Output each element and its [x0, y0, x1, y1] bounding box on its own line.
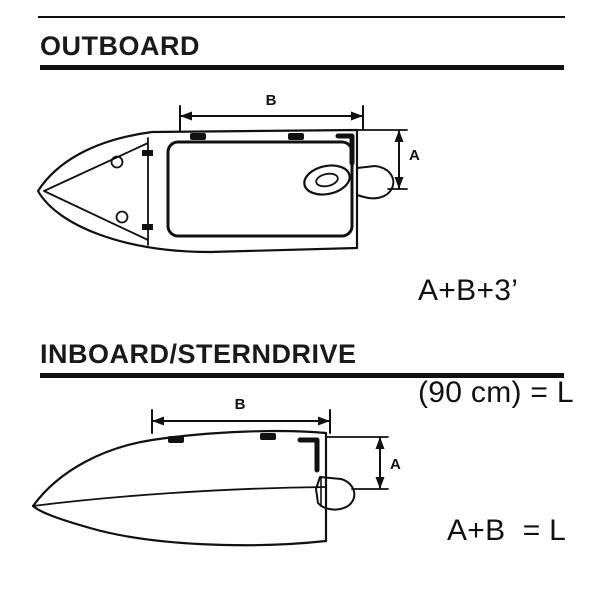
outboard-formula-line1: A+B+3’ — [418, 274, 519, 307]
cockpit-outline — [166, 140, 354, 238]
inboard-dimension-b: B — [151, 396, 331, 434]
inboard-dim-a-arrowhead-bottom — [375, 477, 385, 489]
inboard-stern-corner-mark — [297, 437, 320, 473]
inboard-dimension-a: A — [325, 436, 401, 490]
inboard-boat-drawing — [31, 429, 356, 547]
outboard-dim-b-label: B — [266, 92, 277, 109]
top-border-rule — [38, 16, 565, 18]
outboard-hull-outline — [36, 128, 359, 254]
outboard-dimension-b: B — [179, 92, 364, 131]
inboard-hull-outline — [31, 429, 328, 547]
inboard-title-underline — [40, 373, 564, 378]
inboard-dim-b-label: B — [235, 396, 246, 413]
outboard-boat-drawing — [36, 128, 395, 254]
outboard-dimension-a: A — [356, 129, 420, 190]
bow-fitting-top-icon — [110, 155, 124, 169]
outboard-dim-a-label: A — [409, 147, 420, 164]
inboard-dim-a-label: A — [390, 456, 401, 473]
outboard-formula: A+B+3’ (90 cm) = L — [418, 206, 574, 478]
outboard-dim-a-extension-lines — [356, 129, 408, 190]
engine-cowl — [303, 164, 351, 196]
inboard-dim-a-extension-lines — [325, 436, 389, 490]
transom-corner-mark — [335, 133, 355, 166]
sterndrive-unit — [315, 476, 356, 511]
outboard-dim-a-arrowhead-top — [394, 130, 404, 142]
outboard-dim-a-arrowhead-bottom — [394, 177, 404, 189]
inboard-dim-a-arrowhead-top — [375, 437, 385, 449]
outboard-dim-b-extension-ticks — [179, 105, 364, 131]
engine-cowl-inner — [315, 172, 339, 188]
gunwale-cleat-right — [288, 133, 304, 140]
bulkhead-hinge-top — [142, 150, 153, 156]
inboard-dim-b-arrowhead-left — [152, 416, 164, 426]
outboard-bow-deck-lines — [43, 137, 149, 246]
bow-fitting-bottom-icon — [115, 210, 129, 224]
outboard-motor-pod — [356, 165, 395, 200]
outboard-formula-line2: (90 cm) = L — [418, 376, 574, 409]
outboard-dim-b-arrowhead-left — [180, 111, 192, 121]
inboard-section-title: INBOARD/STERNDRIVE — [40, 339, 357, 369]
outboard-dim-b-arrowhead-right — [351, 111, 363, 121]
inboard-formula: A+B = L — [447, 514, 567, 547]
inboard-dim-b-arrowhead-right — [318, 416, 330, 426]
outboard-section-title: OUTBOARD — [40, 31, 200, 61]
bulkhead-hinge-bottom — [142, 224, 153, 230]
inboard-deck-cleat-right — [260, 433, 276, 440]
inboard-keel-line — [32, 486, 327, 507]
inboard-deck-cleat-left — [168, 436, 184, 443]
outboard-title-underline — [40, 65, 564, 70]
gunwale-cleat-left — [190, 133, 206, 140]
